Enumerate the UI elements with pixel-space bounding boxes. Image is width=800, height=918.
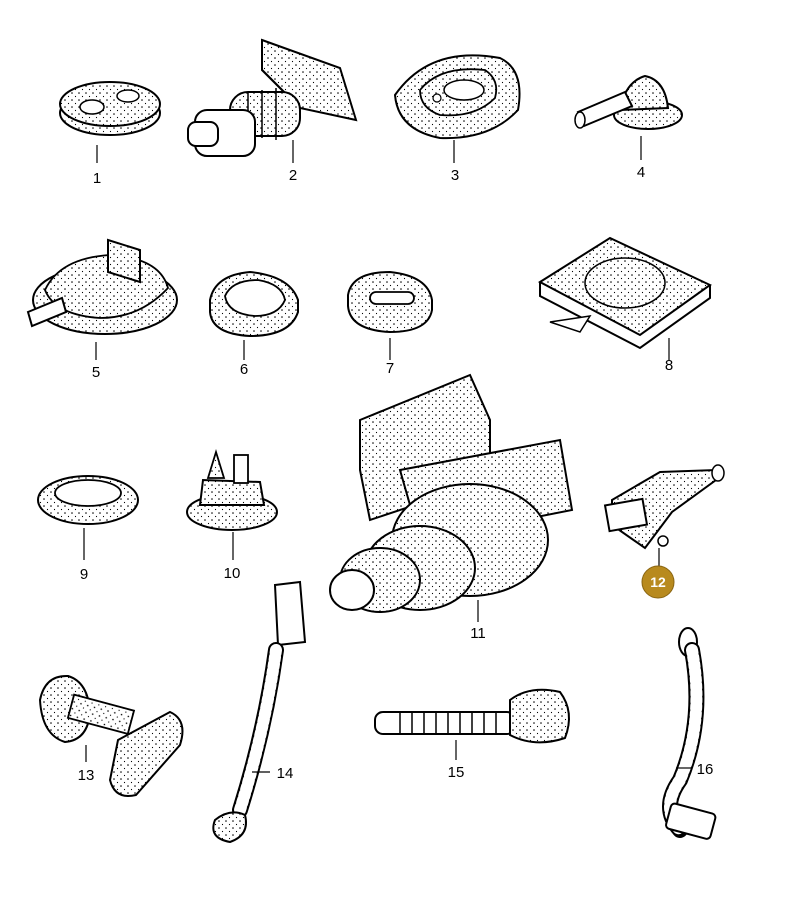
- part-label-11: 11: [470, 625, 486, 642]
- part-1-grommet[interactable]: [59, 81, 161, 163]
- part-14-corrugated-tube[interactable]: [212, 580, 307, 844]
- part-13-clip[interactable]: [38, 674, 184, 797]
- part-12-highlight-badge[interactable]: 12: [641, 565, 675, 599]
- part-label-9: 9: [80, 566, 88, 583]
- part-12-boot[interactable]: [603, 464, 725, 566]
- part-label-4: 4: [637, 164, 645, 181]
- part-7-grommet[interactable]: [347, 270, 433, 360]
- part-8-square-grommet[interactable]: [538, 236, 712, 360]
- part-label-8: 8: [665, 357, 673, 374]
- part-label-1: 1: [93, 170, 101, 187]
- part-label-5: 5: [92, 364, 100, 381]
- part-label-7: 7: [386, 360, 394, 377]
- part-label-6: 6: [240, 361, 248, 378]
- part-11-bellows-assembly[interactable]: [329, 373, 574, 622]
- part-label-13: 13: [78, 767, 95, 784]
- part-5-round-cover[interactable]: [26, 238, 178, 360]
- part-16-corrugated-hose[interactable]: [662, 627, 717, 840]
- part-9-ring-grommet[interactable]: [37, 475, 139, 560]
- part-label-10: 10: [224, 565, 241, 582]
- part-3-flat-grommet[interactable]: [393, 54, 521, 163]
- part-4-elbow-grommet[interactable]: [574, 74, 683, 160]
- part-6-grommet[interactable]: [209, 270, 299, 360]
- part-label-3: 3: [451, 167, 459, 184]
- part-label-14: 14: [277, 765, 294, 782]
- part-label-15: 15: [448, 764, 465, 781]
- part-2-bellows-grommet[interactable]: [187, 38, 358, 163]
- part-15-hose[interactable]: [374, 688, 570, 760]
- part-label-12: 12: [650, 574, 666, 590]
- part-label-16: 16: [697, 761, 714, 778]
- part-10-grommet-with-nozzles[interactable]: [186, 448, 278, 560]
- part-label-2: 2: [289, 167, 297, 184]
